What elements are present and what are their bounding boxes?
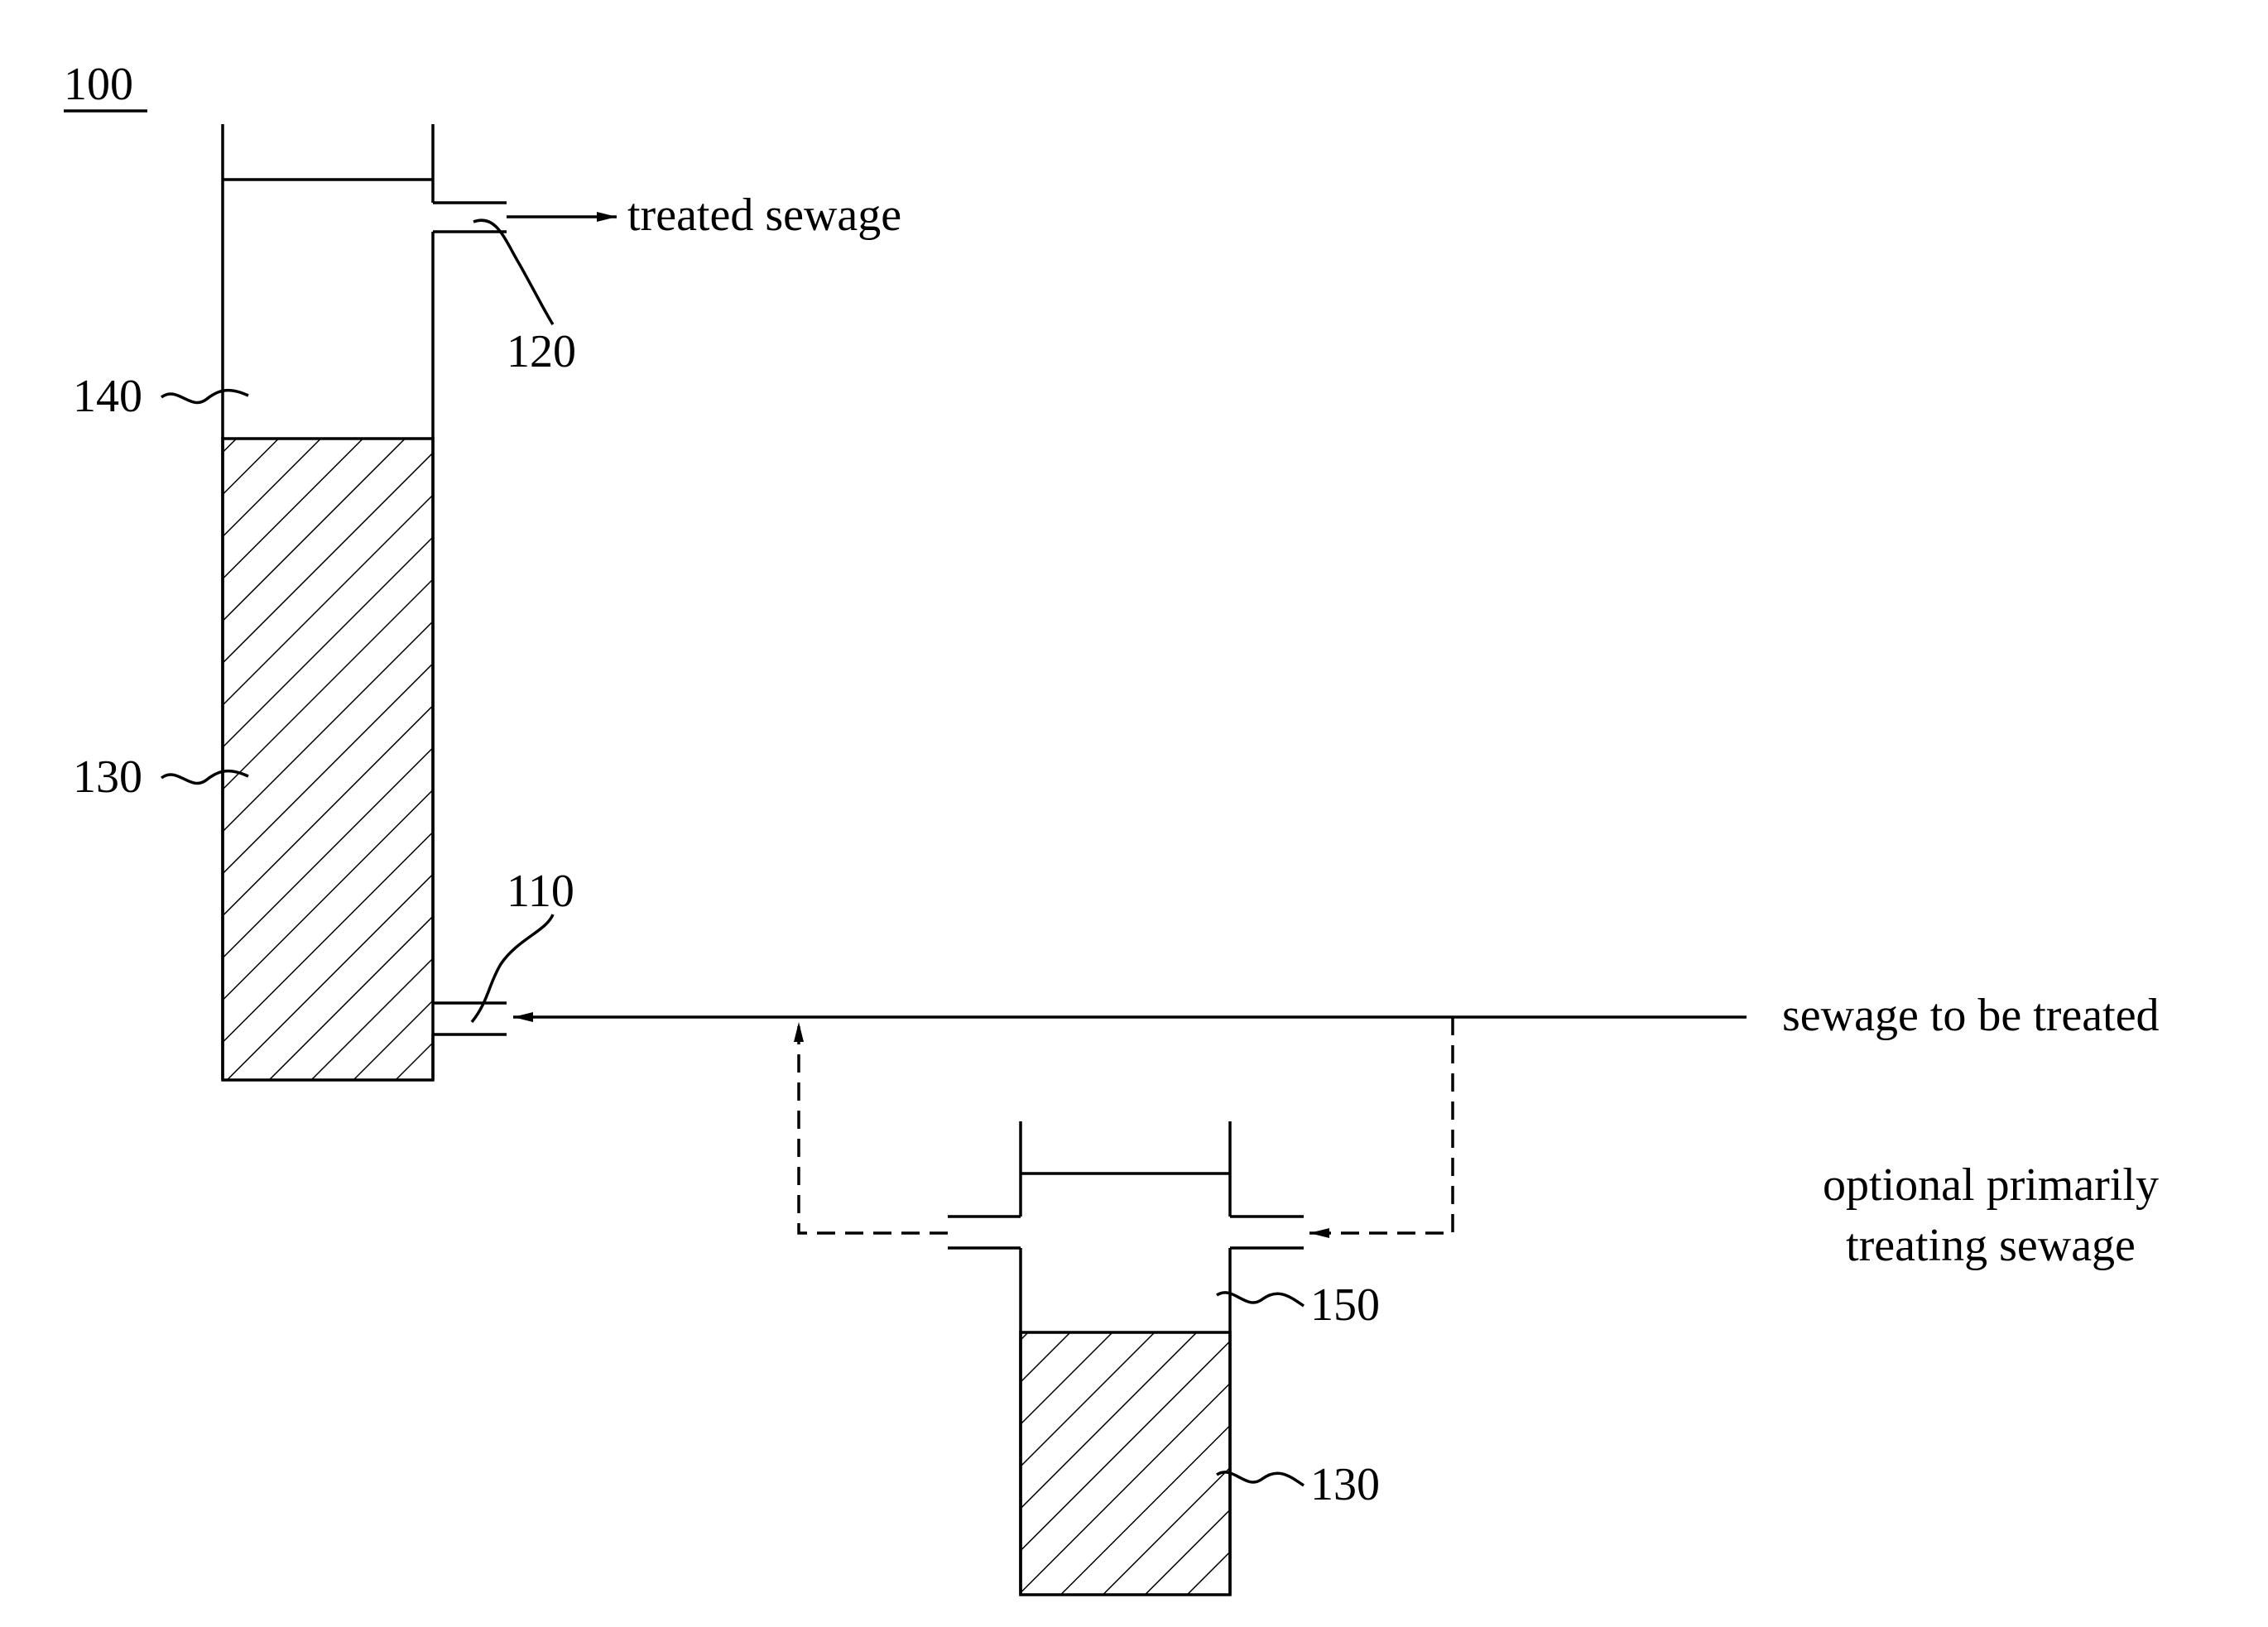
optional-label-line2: treating sewage bbox=[1846, 1220, 2136, 1271]
optional-bypass: optional primarily treating sewage bbox=[799, 1017, 2159, 1271]
ref-110: 110 bbox=[507, 866, 574, 917]
ref-150: 150 bbox=[1310, 1279, 1380, 1331]
leader-110 bbox=[472, 914, 553, 1022]
leader-120 bbox=[473, 220, 553, 324]
figure-ref-number: 100 bbox=[64, 59, 133, 110]
media-fill-tank bbox=[1021, 1332, 1230, 1595]
main-column-reactor bbox=[223, 124, 507, 1080]
ref-130-main: 130 bbox=[73, 751, 142, 803]
optional-label-line1: optional primarily bbox=[1823, 1159, 2159, 1211]
outlet-flow: treated sewage bbox=[507, 190, 901, 241]
primary-treatment-tank bbox=[948, 1121, 1304, 1595]
ref-130-tank: 130 bbox=[1310, 1459, 1380, 1510]
bypass-in-line bbox=[1318, 1017, 1453, 1233]
outlet-label: treated sewage bbox=[627, 190, 901, 241]
inlet-flow: sewage to be treated bbox=[513, 990, 2160, 1041]
figure-reference: 100 bbox=[64, 59, 147, 111]
media-fill-main bbox=[223, 439, 433, 1080]
leader-140 bbox=[161, 391, 248, 403]
ref-140: 140 bbox=[73, 371, 142, 422]
inlet-label: sewage to be treated bbox=[1782, 990, 2160, 1041]
ref-120: 120 bbox=[507, 326, 576, 377]
bypass-out-line bbox=[799, 1044, 948, 1233]
